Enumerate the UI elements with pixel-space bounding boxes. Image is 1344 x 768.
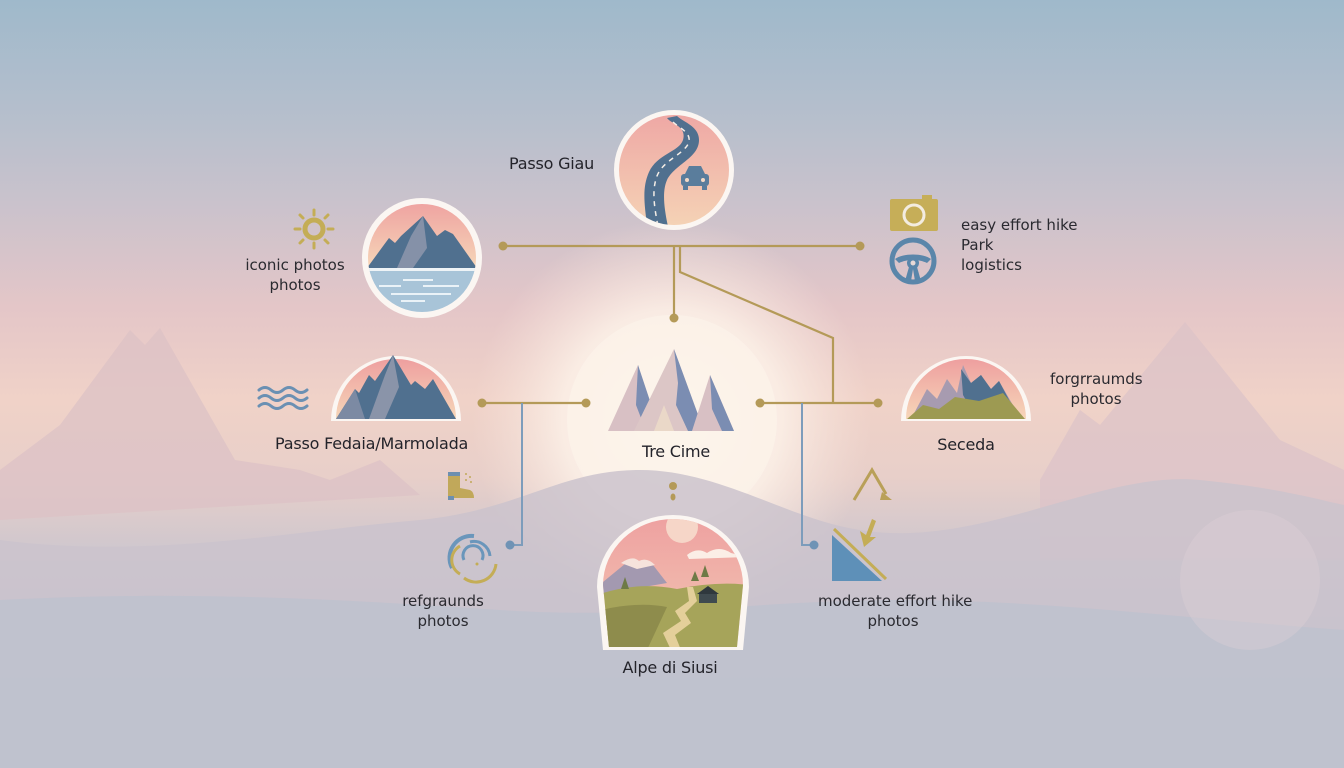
camera-icon xyxy=(890,195,938,231)
node-passo-fedaia[interactable] xyxy=(329,343,463,421)
swirl-rings-icon xyxy=(447,533,498,584)
node-tre-cime[interactable] xyxy=(604,345,738,435)
hiking-boot-icon xyxy=(448,472,474,500)
label-passo-giau: Passo Giau xyxy=(509,154,595,173)
label-tre-cime: Tre Cime xyxy=(641,442,711,461)
note-iconic-photos: iconic photos photos xyxy=(245,256,345,294)
label-alpe-di-siusi: Alpe di Siusi xyxy=(622,658,718,677)
triangle-peak-icon xyxy=(852,467,892,501)
note-refgraunds: refgraunds photos xyxy=(402,592,484,630)
node-alpe-di-siusi[interactable] xyxy=(597,515,749,650)
three-peaks-icon xyxy=(608,349,734,431)
green-ridge-mountain-icon xyxy=(901,356,1031,421)
mountain-peaks-icon xyxy=(331,355,461,421)
note-moderate-effort: moderate effort hike photos xyxy=(818,592,973,630)
sun-icon xyxy=(293,208,335,250)
slope-arrow-icon xyxy=(832,519,888,581)
note-foregrounds: forgrraumds photos xyxy=(1050,370,1143,408)
water-waves-icon xyxy=(257,386,309,410)
alpine-meadow-icon xyxy=(597,515,749,650)
label-passo-fedaia: Passo Fedaia/Marmolada xyxy=(275,434,469,453)
node-mountain-lake[interactable] xyxy=(361,198,483,318)
note-logistics: easy effort hike Park logistics xyxy=(961,216,1078,274)
label-seceda: Seceda xyxy=(937,435,995,454)
steering-wheel-icon xyxy=(889,237,937,285)
mountain-lake-icon xyxy=(362,198,482,318)
node-seceda[interactable] xyxy=(899,339,1033,421)
winding-road-car-icon xyxy=(614,110,734,230)
node-passo-giau[interactable] xyxy=(609,110,739,230)
